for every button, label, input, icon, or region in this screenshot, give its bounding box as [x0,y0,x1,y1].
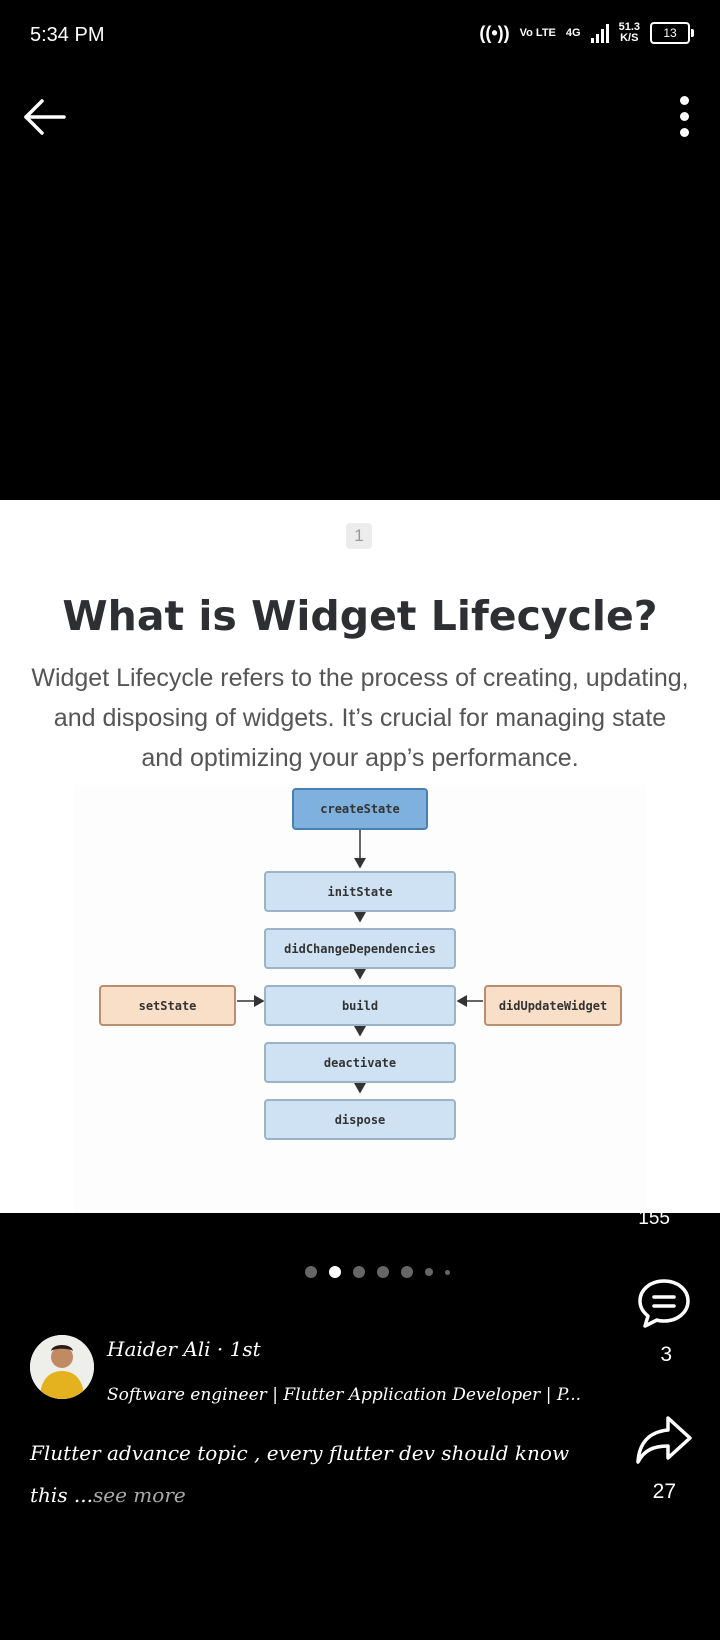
author-headline: Software engineer | Flutter Application … [107,1385,582,1405]
slide-description: Widget Lifecycle refers to the process o… [31,664,689,772]
comment-button[interactable] [636,1275,692,1331]
battery-level: 13 [663,26,677,40]
avatar-image [30,1335,94,1399]
arrow-left-icon [24,99,66,135]
likes-count: 155 [638,1208,670,1229]
carousel-dot[interactable] [329,1266,341,1278]
node-set-state: setState [99,985,236,1026]
carousel-slide[interactable]: 1 What is Widget Lifecycle? Widget Lifec… [0,500,720,1213]
comment-count: 3 [660,1343,672,1366]
comment-icon [638,1279,690,1328]
network-type: 4G [565,26,581,39]
carousel-indicator [305,1266,450,1278]
carousel-dot[interactable] [425,1268,433,1276]
node-deactivate: deactivate [264,1042,456,1083]
node-dispose: dispose [264,1099,456,1140]
volte-label: Vo LTE [519,26,556,39]
carousel-dot[interactable] [377,1266,389,1278]
see-more-link[interactable]: see more [93,1483,186,1507]
carousel-dot[interactable] [353,1266,365,1278]
hotspot-icon: ((•)) [479,22,510,43]
more-options-button[interactable] [674,96,694,146]
share-button[interactable] [634,1412,694,1468]
node-init-state: initState [264,871,456,912]
post-caption[interactable]: Flutter advance topic , every flutter de… [30,1432,590,1516]
net-speed-value: 51.3 [618,21,640,33]
node-did-change-dependencies: didChangeDependencies [264,928,456,969]
share-count: 27 [652,1480,676,1503]
caption-text: Flutter advance topic , every flutter de… [30,1441,570,1507]
volte-icon: Vo LTE [519,26,556,39]
avatar[interactable] [30,1335,94,1399]
node-build: build [264,985,456,1026]
net-speed: 51.3 K/S [619,22,640,44]
carousel-dot[interactable] [305,1266,317,1278]
carousel-dot[interactable] [401,1266,413,1278]
status-bar: 5:34 PM ((•)) Vo LTE 4G 51.3 K/S 13 [0,0,720,72]
node-did-update-widget: didUpdateWidget [484,985,622,1026]
status-time: 5:34 PM [30,24,105,46]
signal-icon [590,23,609,43]
node-create-state: createState [292,788,428,830]
top-bar [0,72,720,172]
more-vertical-icon [679,96,689,105]
battery-icon: 13 [650,22,694,44]
back-button[interactable] [22,94,72,144]
net-speed-unit: K/S [620,32,639,44]
status-icons: ((•)) Vo LTE 4G 51.3 K/S 13 [479,22,694,44]
page-number-badge: 1 [346,523,372,549]
share-icon [636,1416,692,1464]
author-name[interactable]: Haider Ali · 1st [107,1337,261,1361]
slide-title: What is Widget Lifecycle? [62,592,658,640]
lifecycle-diagram: createState initState didChangeDependenc… [74,785,646,1213]
carousel-dot[interactable] [445,1269,450,1275]
network-label: 4G [565,26,581,39]
